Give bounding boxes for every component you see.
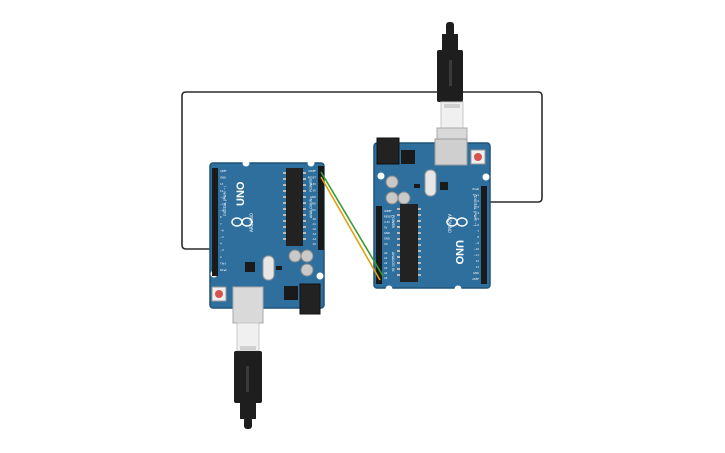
- power-label-right: POWER: [391, 215, 395, 229]
- right-digital-pin-label: 12: [476, 259, 480, 263]
- board-label-right: UNO: [453, 240, 465, 265]
- wire-orange[interactable]: [320, 176, 381, 281]
- digital-label-right: DIGITAL (PWM ~): [473, 196, 477, 227]
- right-power-pin-label: GND: [384, 231, 390, 235]
- right-digital-pin-label: ~5: [475, 217, 479, 221]
- arduino-uno-right[interactable]: UNO ARDUINO DIGITAL (PWM ~) ANALOG IN PO…: [373, 22, 491, 293]
- left-power-pin-label: GND: [310, 195, 316, 199]
- wire-black-long[interactable]: [181, 91, 543, 250]
- usb-cable-left[interactable]: [234, 322, 262, 429]
- left-power-pin-label: 3.3V: [310, 182, 316, 186]
- left-power-pin-label: IOREF: [308, 169, 316, 173]
- digital-header-left[interactable]: [212, 168, 218, 276]
- left-digital-pin-label: 7: [220, 222, 222, 226]
- brand-label-left: ARDUINO: [249, 213, 254, 232]
- right-digital-pin-label: ~11: [474, 253, 480, 257]
- right-analog-pin-label: A3: [384, 266, 388, 270]
- left-analog-pin-label: A2: [313, 227, 317, 231]
- left-digital-pin-label: 8: [220, 215, 222, 219]
- right-analog-pin-label: A5: [384, 276, 388, 280]
- left-digital-pin-label: ~10: [220, 202, 226, 206]
- arduino-logo-left: [231, 217, 253, 227]
- right-digital-pin-label: AREF: [472, 277, 479, 281]
- analog-label-right: ANALOG IN: [391, 252, 395, 272]
- right-digital-pin-label: ~6: [475, 223, 479, 227]
- right-digital-pin-label: ~3: [475, 205, 479, 209]
- left-analog-pin-label: A4: [313, 237, 317, 241]
- left-digital-pin-label: RX◂0: [220, 268, 227, 272]
- right-digital-pin-label: ~9: [475, 241, 479, 245]
- right-digital-pin-label: 4: [477, 211, 479, 215]
- right-digital-pin-label: RX◂0: [472, 187, 479, 191]
- left-digital-pin-label: GND: [220, 176, 226, 180]
- right-digital-pin-label: 13: [476, 265, 480, 269]
- right-power-pin-label: IOREF: [384, 209, 392, 213]
- right-power-pin-label: RESET: [384, 215, 393, 219]
- left-analog-pin-label: A0: [313, 217, 317, 221]
- left-analog-pin-label: A3: [313, 232, 317, 236]
- left-digital-pin-label: 13: [220, 182, 224, 186]
- left-digital-pin-label: AREF: [220, 169, 227, 173]
- left-digital-pin-label: ~11: [220, 195, 226, 199]
- left-analog-pin-label: A5: [313, 242, 317, 246]
- right-analog-pin-label: A0: [384, 251, 388, 255]
- left-digital-pin-label: TX▸1: [220, 261, 227, 265]
- left-digital-pin-label: ~5: [220, 235, 224, 239]
- right-digital-pin-label: 8: [477, 235, 479, 239]
- right-digital-pin-label: ~10: [474, 247, 480, 251]
- right-digital-pin-label: GND: [473, 271, 479, 275]
- right-analog-pin-label: A1: [384, 256, 388, 260]
- right-digital-pin-label: TX▸1: [473, 193, 480, 197]
- left-power-pin-label: GND: [310, 202, 316, 206]
- left-power-pin-label: Vin: [312, 208, 316, 212]
- right-digital-pin-label: 2: [477, 199, 479, 203]
- right-analog-pin-label: A2: [384, 261, 388, 265]
- right-power-pin-label: GND: [384, 237, 390, 241]
- wire-green[interactable]: [320, 171, 384, 277]
- brand-label-right: ARDUINO: [447, 214, 452, 233]
- left-digital-pin-label: 2: [220, 255, 222, 259]
- analog-label-left: ANALOG IN: [309, 198, 313, 218]
- arduino-uno-left[interactable]: UNO ARDUINO DIGITAL (PWM ~) ANALOG IN PO…: [209, 159, 325, 430]
- left-digital-pin-label: ~3: [220, 248, 224, 252]
- power-header-right[interactable]: [376, 206, 382, 284]
- left-digital-pin-label: ~6: [220, 228, 224, 232]
- atmega-chip-left: [286, 168, 303, 246]
- right-analog-pin-label: A4: [384, 271, 388, 275]
- right-power-pin-label: 3.3V: [384, 220, 390, 224]
- left-analog-pin-label: A1: [313, 222, 317, 226]
- power-label-left: POWER: [309, 178, 313, 192]
- arduino-logo-right: [446, 217, 468, 227]
- left-digital-pin-label: ~9: [220, 209, 224, 213]
- left-digital-pin-label: 4: [220, 242, 222, 246]
- digital-label-left: DIGITAL (PWM ~): [223, 185, 227, 216]
- board-label-left: UNO: [235, 181, 247, 206]
- right-power-pin-label: Vin: [384, 242, 388, 246]
- right-digital-pin-label: 7: [477, 229, 479, 233]
- right-power-pin-label: 5V: [384, 226, 388, 230]
- left-power-pin-label: RESET: [308, 176, 317, 180]
- digital-header-right[interactable]: [481, 186, 487, 284]
- left-digital-pin-label: 12: [220, 189, 224, 193]
- power-header-left[interactable]: [318, 166, 324, 250]
- left-power-pin-label: 5V: [313, 189, 317, 193]
- atmega-chip-right: [400, 204, 418, 282]
